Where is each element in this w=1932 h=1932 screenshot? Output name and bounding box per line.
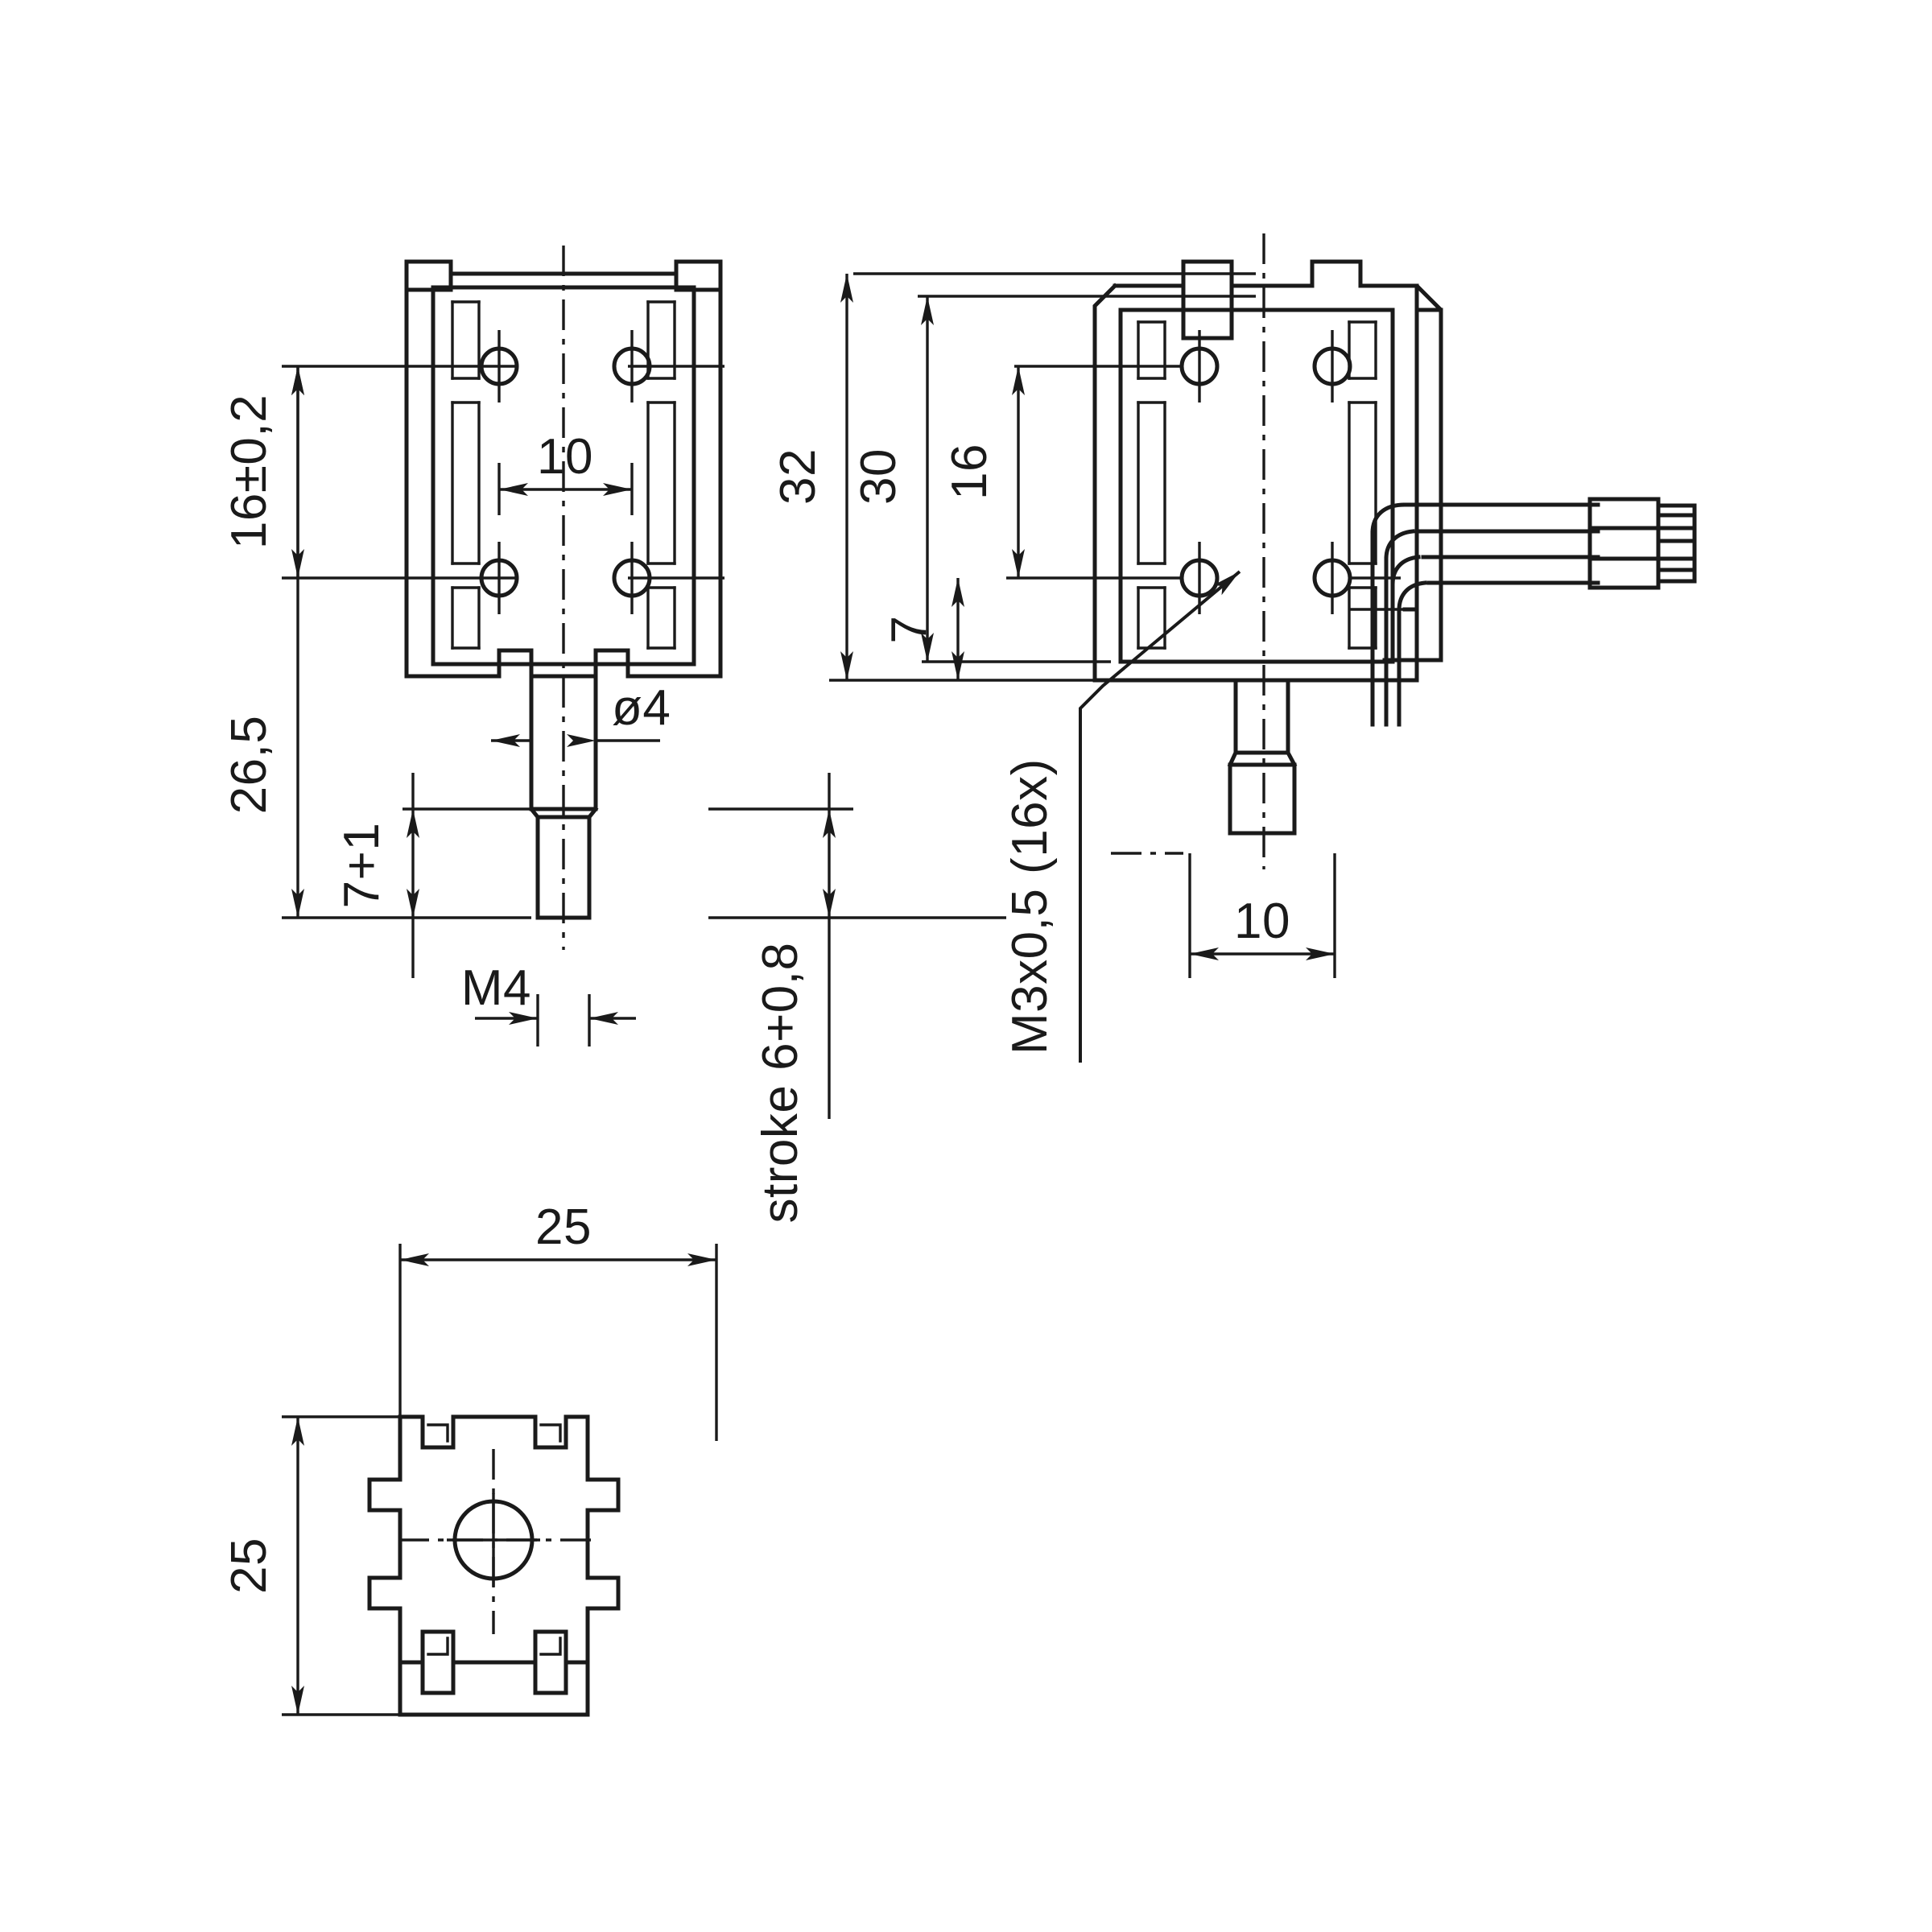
side-view-housing-outline [1092,259,1443,683]
dim-label-25-height: 25 [221,1538,277,1594]
side-view-inner-frame [1118,308,1395,664]
note-label-m3: M3x0,5 (16x) [1002,758,1058,1055]
dim-front-7-plus-1: 7+1 [334,773,419,978]
dim-label-10-side: 10 [1234,894,1290,949]
dim-label-10-front: 10 [537,429,593,485]
dim-side-30: 30 [851,296,934,662]
dim-front-16-tolerance: 16±0,2 [221,366,304,578]
front-view-extension-lines [282,365,724,919]
dim-side-10: 10 [1111,852,1336,978]
dim-front-26-5: 26,5 [221,366,304,918]
dim-bottom-height-25: 25 [221,1415,423,1716]
dim-label-dia4: ø4 [612,680,671,736]
dim-front-m4: M4 [461,960,636,1046]
dim-label-32: 32 [770,448,826,505]
dim-label-7-side: 7 [881,616,937,644]
dim-label-26-5: 26,5 [221,716,277,815]
side-view-mounting-holes [1179,330,1352,614]
note-m3-thread: M3x0,5 (16x) [1002,570,1241,1063]
bottom-view: 25 25 [221,1199,718,1717]
side-view-plunger-shaft [1227,678,1298,836]
side-view-cable [1348,502,1600,727]
dim-label-25-width: 25 [535,1199,592,1255]
side-view-connector [1587,497,1697,590]
dim-front-dia4: ø4 [491,680,671,747]
dim-label-16-side: 16 [942,444,997,500]
front-view: 16±0,2 26,5 7+1 10 ø4 [221,246,724,1046]
dim-bottom-width-25: 25 [398,1199,718,1441]
dim-label-7-plus-1: 7+1 [334,823,390,909]
dim-label-16-tolerance: 16±0,2 [221,394,277,549]
front-view-plunger-shaft [528,648,599,920]
dim-side-32: 32 [770,274,853,680]
bottom-view-center-hole [398,1449,592,1634]
dim-label-30: 30 [851,448,906,505]
dim-label-m4: M4 [461,960,531,1016]
dim-side-7: 7 [881,578,964,680]
dim-front-10: 10 [497,429,634,515]
side-view: 32 30 16 7 10 M3x0,5 (16x) [770,233,1697,1063]
dim-stroke: stroke 6+0,8 [708,773,1006,1223]
bottom-view-lower-flange [398,1660,590,1717]
dim-side-16: 16 [942,366,1025,578]
dim-label-stroke: stroke 6+0,8 [753,943,808,1224]
